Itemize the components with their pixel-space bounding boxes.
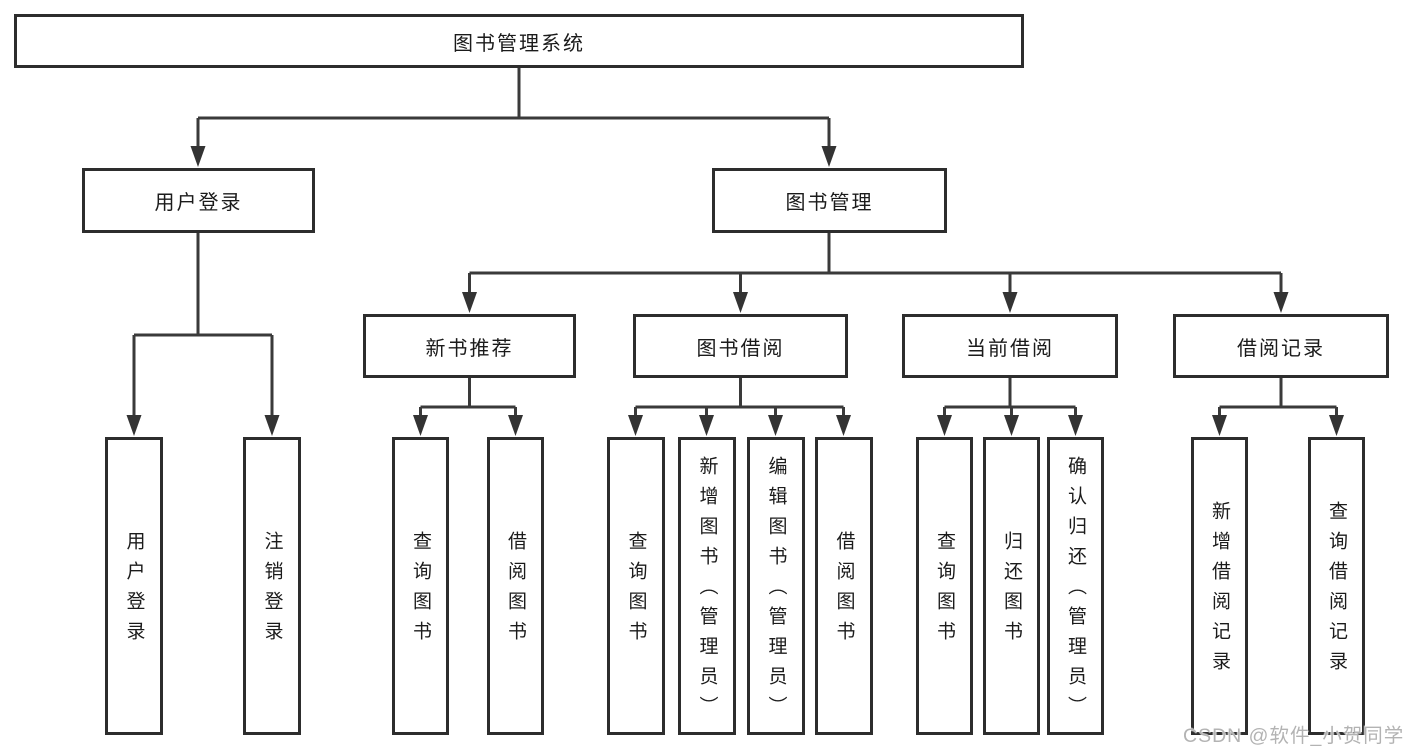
leaf-br-add-record: 新增借阅记录 [1191, 437, 1248, 735]
connector-root-to-level2 [196, 68, 831, 147]
node-book-borrow: 图书借阅 [633, 314, 848, 378]
leaf-bb-edit-book-admin: 编辑图书（管理员） [747, 437, 805, 735]
node-current-borrow: 当前借阅 [902, 314, 1118, 378]
leaf-bb-query-books-label: 查询图书 [625, 531, 647, 651]
leaf-bb-add-book-admin-label: 新增图书（管理员） [696, 456, 718, 726]
connector-userlogin-to-leaves [132, 233, 274, 416]
leaf-nbr-borrow-books: 借阅图书 [487, 437, 544, 735]
leaf-cb-query-books-label: 查询图书 [934, 531, 955, 651]
connector-bookmgmt-to-groups [468, 233, 1283, 293]
connector-bookborrow-to-leaves [634, 378, 845, 416]
node-user-login: 用户登录 [82, 168, 315, 233]
leaf-bb-borrow-books-label: 借阅图书 [833, 531, 855, 651]
node-book-management: 图书管理 [712, 168, 947, 233]
leaf-cb-query-books: 查询图书 [916, 437, 973, 735]
leaf-bb-query-books: 查询图书 [607, 437, 665, 735]
leaf-nbr-query-books-label: 查询图书 [410, 531, 431, 651]
connector-currentborrow-to-leaves [943, 378, 1077, 416]
csdn-watermark: CSDN @软件_小贺同学 [1183, 725, 1405, 747]
leaf-nbr-query-books: 查询图书 [392, 437, 449, 735]
leaf-cb-confirm-return-admin: 确认归还（管理员） [1047, 437, 1104, 735]
leaf-logout-label: 注销登录 [261, 531, 283, 651]
leaf-bb-borrow-books: 借阅图书 [815, 437, 873, 735]
leaf-logout: 注销登录 [243, 437, 301, 735]
leaf-br-add-record-label: 新增借阅记录 [1209, 501, 1230, 681]
node-new-book-recommend: 新书推荐 [363, 314, 576, 378]
leaf-bb-add-book-admin: 新增图书（管理员） [678, 437, 736, 735]
leaf-br-query-record: 查询借阅记录 [1308, 437, 1365, 735]
leaf-user-login-label: 用户登录 [123, 531, 145, 651]
leaf-bb-edit-book-admin-label: 编辑图书（管理员） [765, 456, 787, 726]
leaf-user-login: 用户登录 [105, 437, 163, 735]
leaf-cb-confirm-return-admin-label: 确认归还（管理员） [1065, 456, 1086, 726]
node-borrow-records: 借阅记录 [1173, 314, 1389, 378]
node-root-system: 图书管理系统 [14, 14, 1024, 68]
leaf-cb-return-books: 归还图书 [983, 437, 1040, 735]
leaf-br-query-record-label: 查询借阅记录 [1326, 501, 1347, 681]
leaf-nbr-borrow-books-label: 借阅图书 [505, 531, 526, 651]
leaf-cb-return-books-label: 归还图书 [1001, 531, 1022, 651]
arrowhead-icons [126, 146, 1344, 436]
connector-newbook-to-leaves [419, 378, 517, 416]
connector-records-to-leaves [1218, 378, 1338, 416]
